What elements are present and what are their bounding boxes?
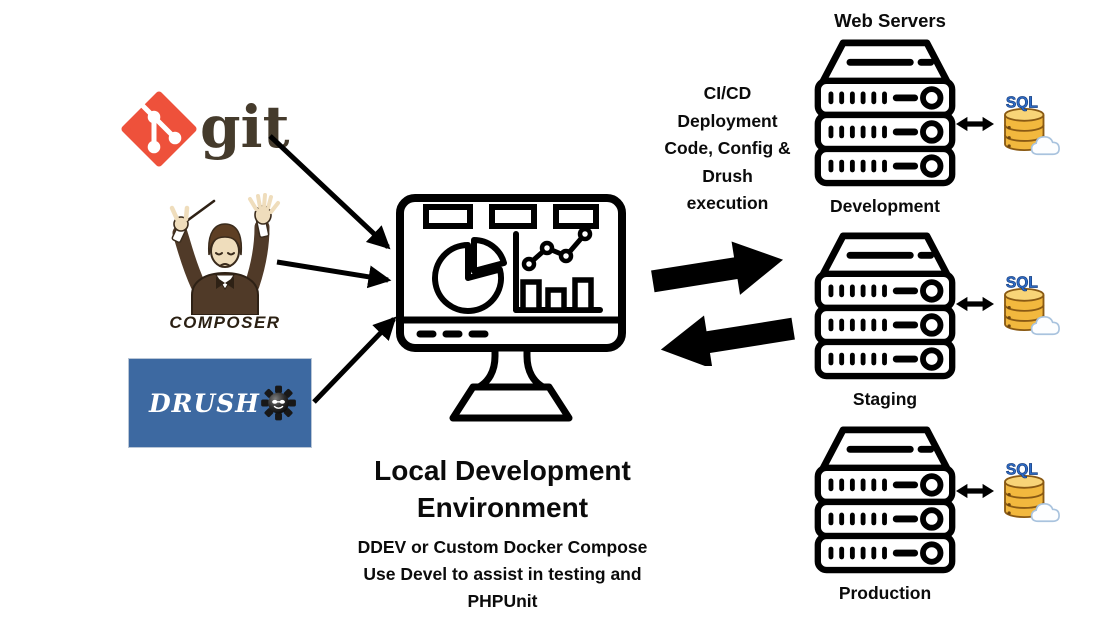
monitor-dashboard-icon — [396, 194, 626, 422]
git-logo-icon — [121, 91, 197, 167]
drush-to-monitor-arrow — [312, 316, 397, 404]
local-env-subtitle: DDEV or Custom Docker Compose Use Devel … — [357, 537, 648, 611]
server-stack-icon — [814, 426, 956, 574]
sql-label: SQL — [1006, 462, 1039, 479]
sql-label: SQL — [1006, 275, 1039, 292]
server-label-production: Production — [838, 583, 932, 603]
double-arrow-icon — [956, 116, 994, 132]
sync-arrows-icon — [651, 241, 795, 366]
widget-rect-2 — [489, 204, 537, 229]
widget-rect-1 — [423, 204, 473, 229]
drush-wordmark: DRUSH — [149, 388, 260, 418]
db-link-production: SQL — [956, 459, 1060, 523]
db-link-development: SQL — [956, 92, 1060, 156]
cloud-icon — [1030, 136, 1060, 156]
server-stack-icon — [814, 39, 956, 187]
server-group-production: Production — [811, 423, 959, 604]
server-group-staging: Staging — [811, 229, 959, 410]
web-servers-title: Web Servers — [834, 10, 946, 31]
arrow-right — [651, 241, 784, 295]
monitor-base — [449, 383, 573, 422]
sql-database-icon: SQL — [1004, 461, 1060, 523]
cloud-icon — [1030, 316, 1060, 336]
cicd-label: CI/CD Deployment Code, Config & Drush ex… — [664, 83, 791, 213]
server-label-development: Development — [830, 196, 940, 216]
widget-rect-3 — [553, 204, 599, 229]
composer-conductor-icon — [169, 193, 280, 315]
server-label-staging: Staging — [852, 389, 918, 409]
git-wordmark: git — [200, 93, 290, 161]
arrow-left — [660, 315, 795, 366]
double-arrow-icon — [956, 483, 994, 499]
db-link-staging: SQL — [956, 272, 1060, 336]
server-group-development: Development — [811, 36, 959, 217]
monitor-stand — [475, 344, 547, 391]
pie-slice-icon — [471, 236, 507, 274]
drush-gear-icon — [261, 385, 296, 421]
sql-database-icon: SQL — [1004, 274, 1060, 336]
bar-line-chart-icon — [513, 226, 603, 313]
local-env-title: Local Development Environment — [374, 455, 631, 523]
double-arrow-icon — [956, 296, 994, 312]
pie-chart-icon — [432, 242, 505, 314]
server-stack-icon — [814, 232, 956, 380]
sql-label: SQL — [1006, 95, 1039, 112]
cloud-icon — [1030, 503, 1060, 523]
sql-database-icon: SQL — [1004, 94, 1060, 156]
composer-wordmark: COMPOSER — [169, 313, 281, 332]
drush-logo: DRUSH — [128, 358, 312, 448]
